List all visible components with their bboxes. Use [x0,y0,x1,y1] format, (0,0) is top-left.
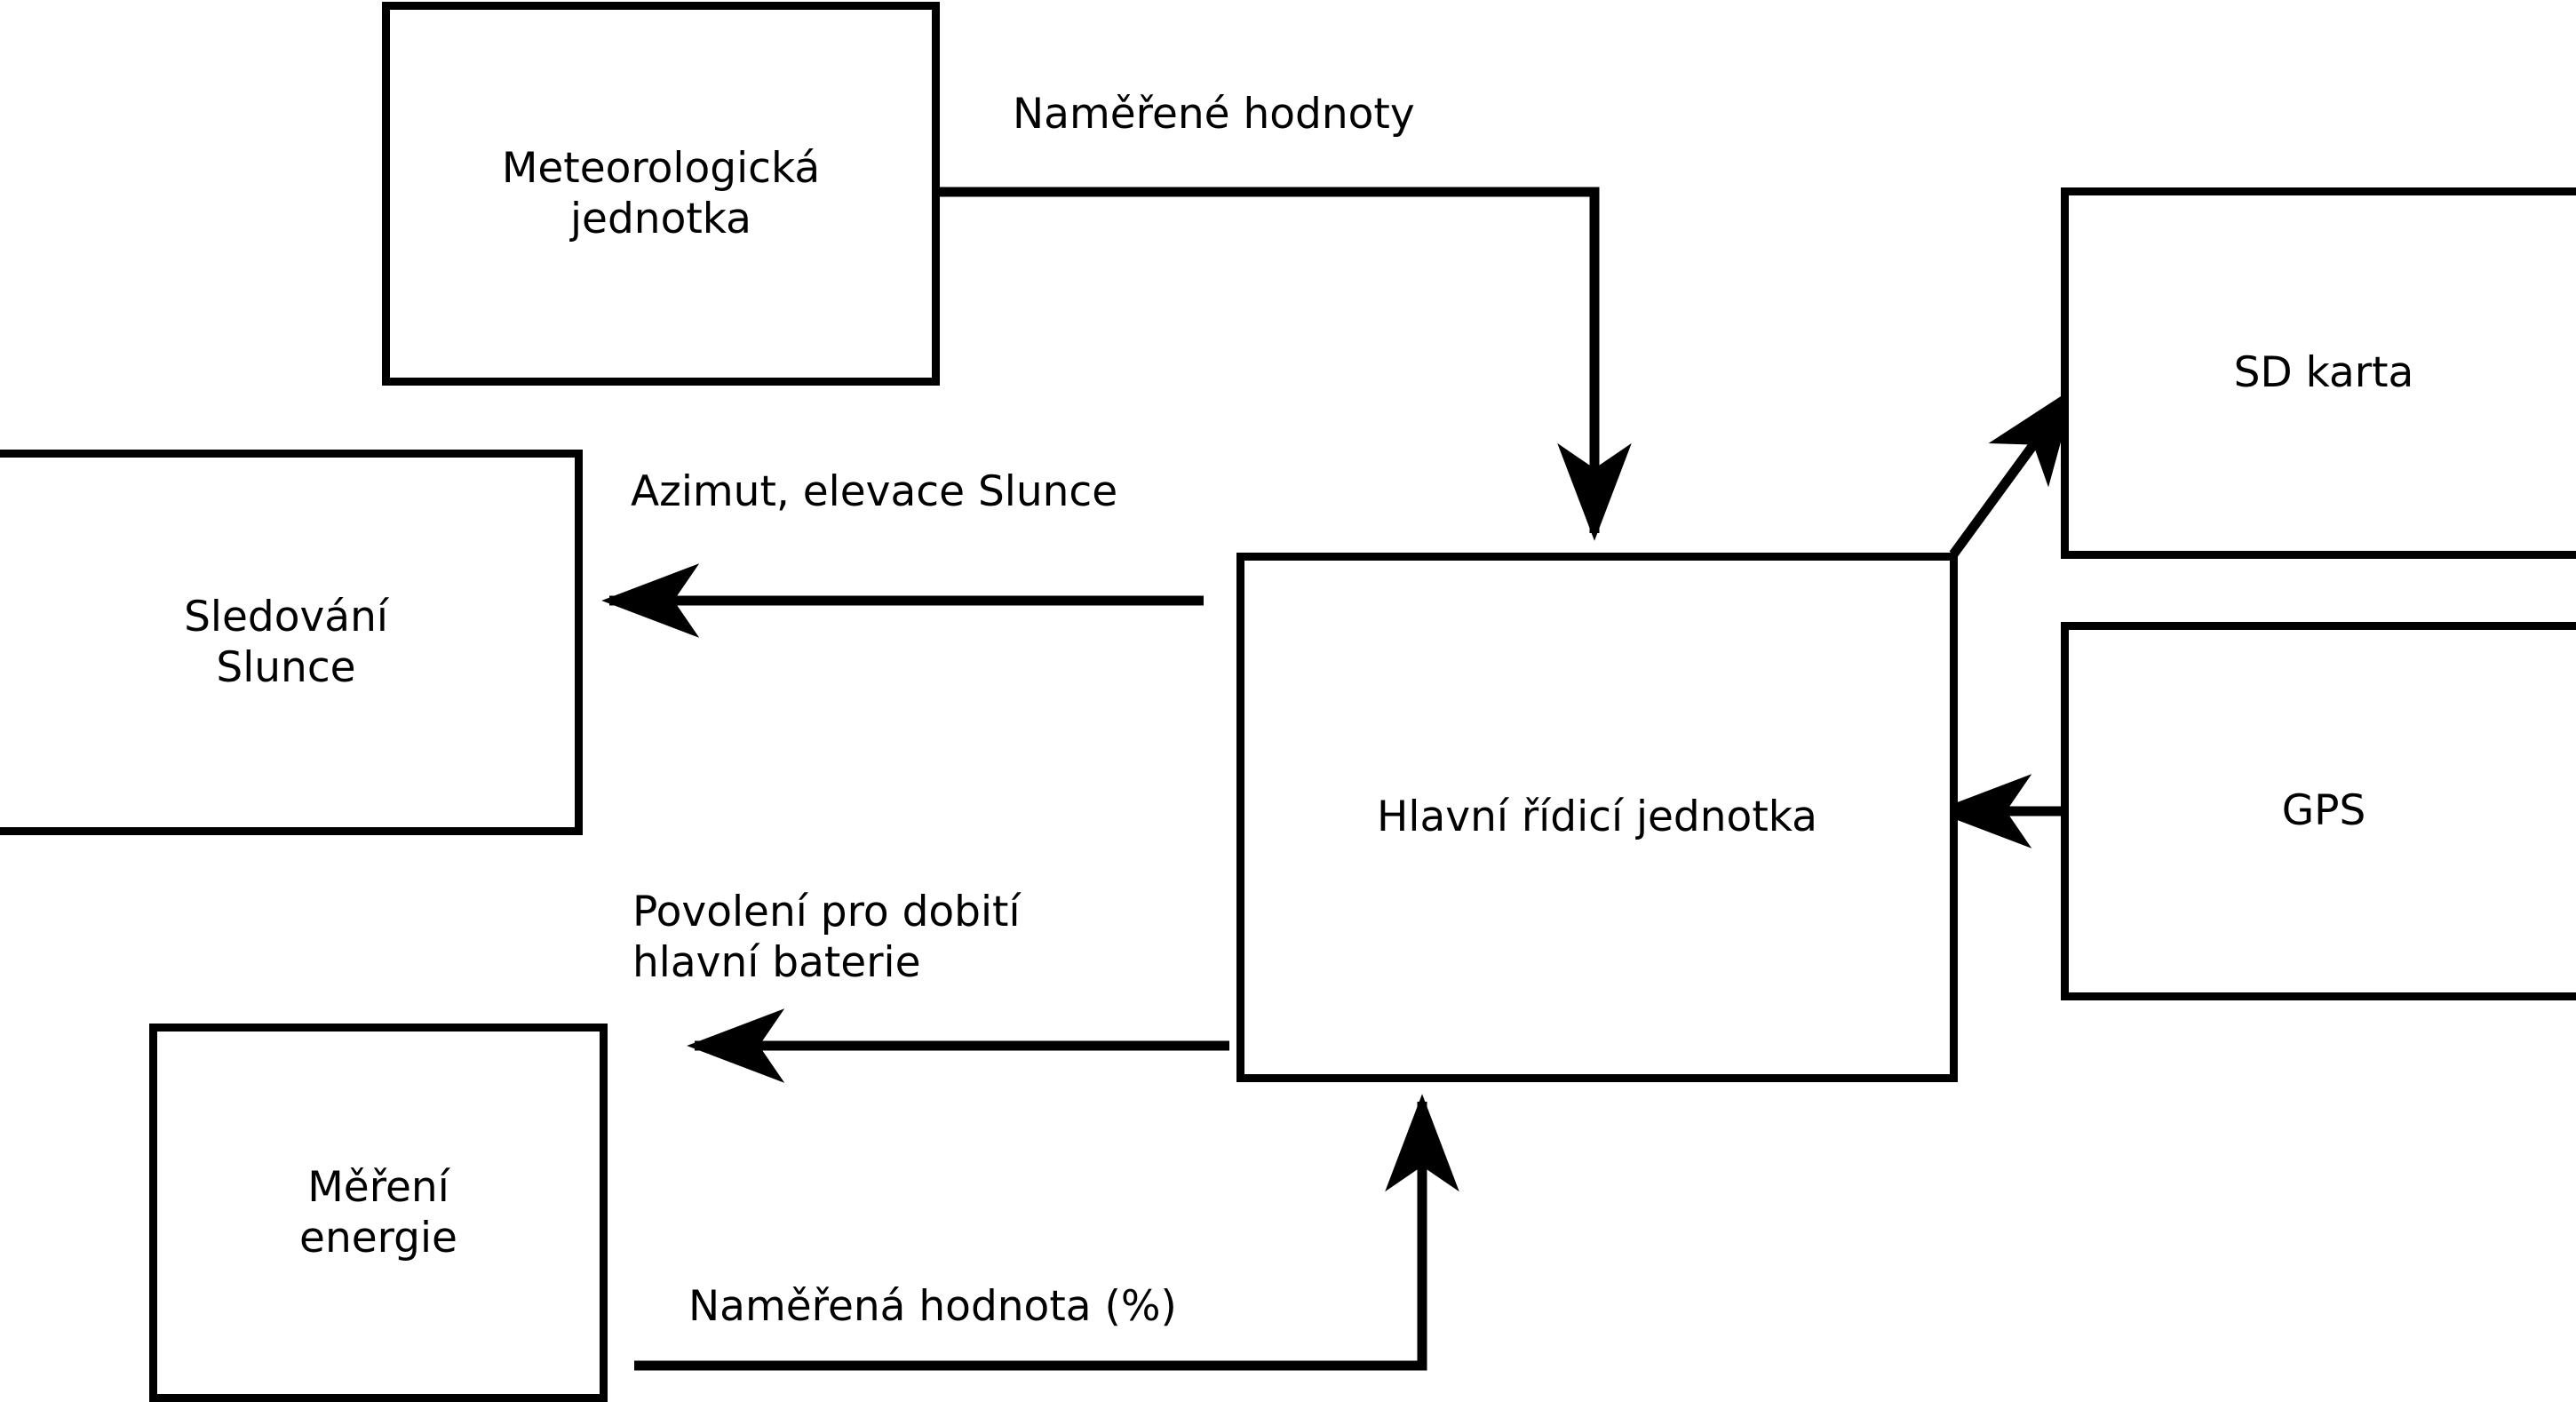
node-label: Sledování Slunce [184,592,388,692]
edge-label-azimut-elevace-slunce: Azimut, elevace Slunce [631,467,1118,516]
connector-energy-to-main [634,1094,1459,1371]
edge-label-povoleni-pro-dobiti-hlavni-baterie: Povolení pro dobití hlavní baterie [632,888,1021,988]
edge-label-namerene-hodnoty: Naměřené hodnoty [1013,90,1415,139]
node-hlavni-ridici-jednotka[interactable]: Hlavní řídicí jednotka [1236,553,1958,1082]
node-label: GPS [2281,786,2366,836]
node-sd-karta[interactable]: SD karta [2061,187,2576,559]
node-meteorologicka-jednotka[interactable]: Meteorologická jednotka [382,2,940,386]
node-gps[interactable]: GPS [2061,622,2576,1000]
node-sledovani-slunce[interactable]: Sledování Slunce [0,450,583,835]
node-mereni-energie[interactable]: Měření energie [149,1024,608,1402]
node-label: SD karta [2233,348,2414,398]
node-label: Meteorologická jednotka [501,143,821,243]
node-label: Hlavní řídicí jednotka [1377,793,1817,842]
edge-label-namerena-hodnota-procenta: Naměřená hodnota (%) [688,1282,1177,1331]
connector-main-to-sd-card [1949,386,2077,558]
node-label: Měření energie [299,1162,457,1263]
connector-meteo-to-main [940,187,1632,541]
